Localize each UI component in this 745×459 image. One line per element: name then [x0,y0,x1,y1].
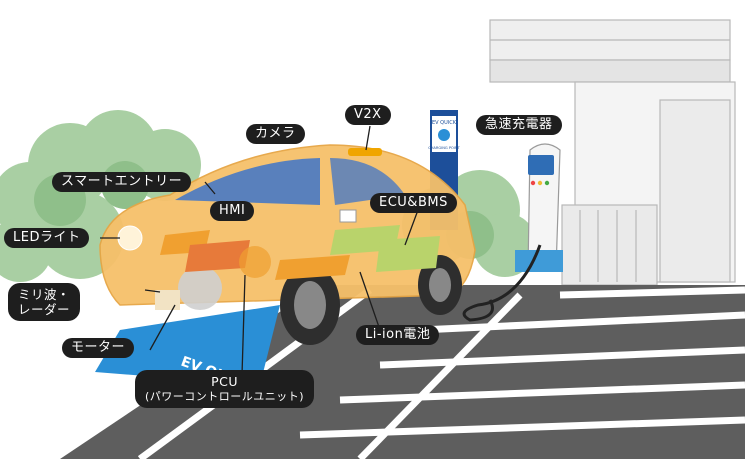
charging-station-building [489,19,736,286]
label-camera: カメラ [246,124,305,144]
label-smart-entry: スマートエントリー [52,172,192,192]
radar-line-2: レーダー [18,302,71,317]
label-led-light: LEDライト [4,228,90,248]
sign-subtitle: CHARGING POINT [428,146,460,150]
label-li-ion-battery: Li-ion電池 [356,325,440,345]
label-quick-charger: 急速充電器 [476,115,562,135]
radar-line-1: ミリ波・ [18,287,71,302]
label-v2x: V2X [345,105,391,125]
label-motor: モーター [62,338,135,358]
sign-title: EV QUICK [432,120,457,126]
pcu-detail: (パワーコントロールユニット) [145,390,305,403]
label-ecu-bms: ECU&BMS [370,193,457,213]
pavement [60,285,745,459]
quick-charger [462,143,563,322]
ev-parking-marking [95,305,280,385]
leader-lines [100,125,419,376]
label-millimeter-wave-radar: ミリ波・ レーダー [8,283,81,321]
pcu-title: PCU [211,374,238,389]
label-pcu: PCU (パワーコントロールユニット) [135,370,315,408]
label-hmi: HMI [210,201,255,221]
